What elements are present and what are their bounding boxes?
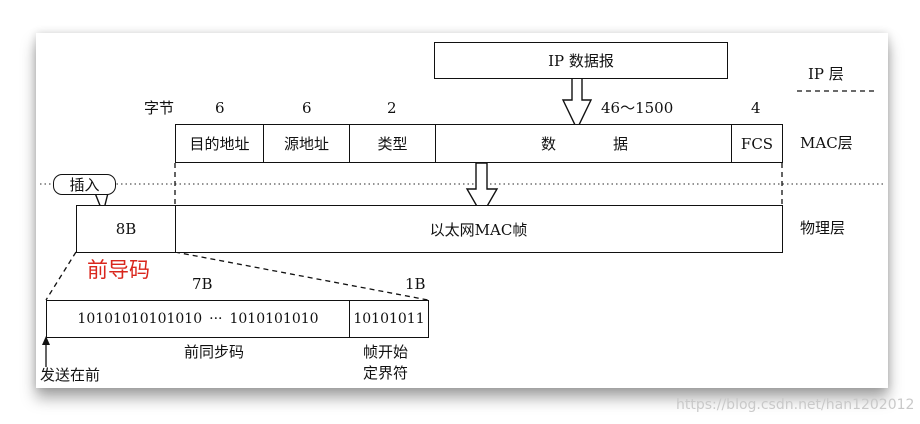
preamble-right-dash — [174, 251, 429, 301]
mac-dest-field: 目的地址 — [176, 125, 264, 162]
sfd-label-line1: 帧开始 — [363, 343, 409, 361]
bytes-dest: 6 — [215, 99, 225, 117]
mac-data-label-1: 数 — [541, 135, 557, 153]
mac-frame: 目的地址 源地址 类型 数 据 FCS — [175, 124, 783, 163]
send-first-label: 发送在前 — [40, 366, 101, 384]
sfd-label-line2: 定界符 — [363, 364, 409, 382]
bytes-type: 2 — [387, 99, 397, 117]
sync-bits-b: 1010101010 — [229, 311, 319, 327]
mac-fcs-field: FCS — [740, 134, 774, 153]
sfd-length: 1B — [405, 275, 426, 293]
watermark: https://blog.csdn.net/han1202012 — [676, 397, 915, 413]
preamble-sfd-bits: 10101011 — [353, 311, 425, 327]
preamble-title: 前导码 — [87, 258, 150, 282]
preamble-sync-bits: 10101010101010 ··· 1010101010 — [47, 301, 350, 337]
mac-data-field: 数 据 — [436, 125, 732, 162]
bytes-label: 字节 — [144, 99, 175, 117]
ip-layer-label: IP 层 — [808, 65, 844, 83]
bytes-src: 6 — [302, 99, 312, 117]
physical-layer-label: 物理层 — [800, 219, 846, 237]
sync-bits-ellipsis: ··· — [209, 311, 223, 327]
mac-data-label-2: 据 — [613, 135, 629, 153]
mac-layer-label: MAC层 — [800, 134, 853, 152]
preamble-field: 8B — [77, 206, 176, 252]
ethernet-mac-frame-field: 以太网MAC帧 — [429, 220, 528, 239]
ip-datagram-box: IP 数据报 — [434, 42, 728, 79]
send-first-arrowhead — [42, 336, 50, 345]
ip-datagram-label: IP 数据报 — [548, 52, 614, 70]
physical-frame: 8B 以太网MAC帧 — [76, 205, 783, 253]
insert-callout: 插入 — [53, 174, 116, 195]
sync-bits-a: 10101010101010 — [77, 311, 203, 327]
sync-length: 7B — [192, 275, 213, 293]
bytes-fcs: 4 — [751, 99, 761, 117]
preamble-left-dash — [45, 251, 77, 301]
mac-type-field: 类型 — [350, 125, 436, 162]
sync-label: 前同步码 — [184, 343, 245, 361]
arrow-mac-to-physical — [465, 162, 499, 217]
mac-src-field: 源地址 — [264, 125, 350, 162]
bytes-data: 46～1500 — [601, 99, 674, 117]
arrow-ip-to-data — [561, 77, 593, 131]
preamble-detail: 10101010101010 ··· 1010101010 10101011 — [46, 300, 429, 338]
